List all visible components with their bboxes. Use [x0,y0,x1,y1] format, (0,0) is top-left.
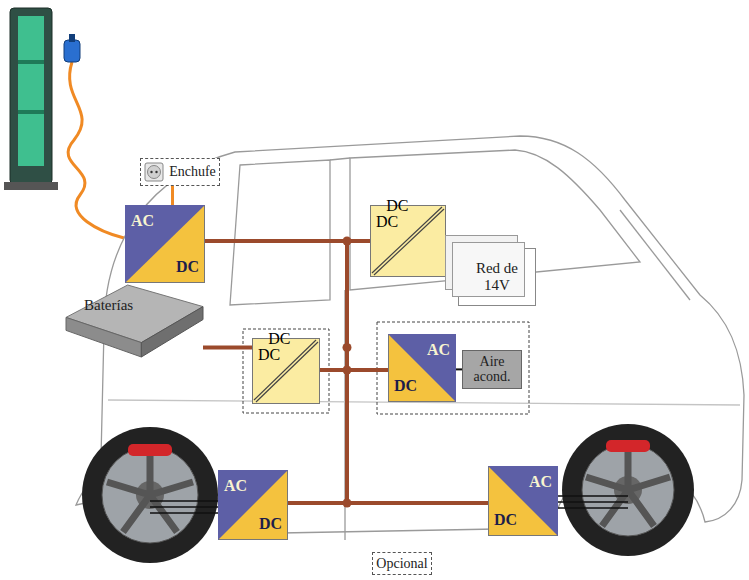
wheel [82,427,218,563]
bus-junction [343,366,352,375]
ac-dc-converter: AC DC [388,334,456,402]
power-line [288,501,488,505]
dc-dc-converter: DCDC [252,338,320,404]
charging-cable [64,34,124,238]
socket-icon [144,162,164,182]
ac-dc-converter: AC DC [125,205,205,283]
bus-junction [343,499,352,508]
ac-dc-converter: AC DC [488,466,558,536]
option-frame [377,322,529,414]
node-label: DC [494,512,517,528]
node-label: Enchufe [169,164,216,179]
bus-junction [343,237,352,246]
node-label: DC [268,330,290,347]
aircon-box: Aire acond. [462,350,522,389]
option-frame [243,329,329,413]
socket-box: Enchufe [140,158,220,186]
power-line [203,346,252,350]
power-line [171,186,174,205]
node-label: Aire acond. [469,354,515,385]
node-label: AC [427,342,450,358]
lv-network-box: Red de 14V [458,248,536,306]
charging-station [4,8,58,190]
node-label: DC [386,197,408,214]
optional-note: Opcional [372,552,432,575]
power-line [320,368,388,372]
node-label: AC [224,478,247,494]
node-label: DC [259,516,282,532]
wheel [562,424,694,556]
node-label: DC [376,213,398,230]
node-label: Opcional [376,556,427,571]
node-label: DC [176,259,199,275]
node-label: AC [529,474,552,490]
node-label: Baterías [84,297,133,314]
dc-dc-converter: DCDC [370,205,446,277]
battery-shape [66,285,203,357]
battery-pack: Baterías [66,285,203,357]
ac-dc-converter: AC DC [218,470,288,540]
node-label: Red de 14V [463,260,531,295]
node-label: DC [394,378,417,394]
node-label: DC [258,346,280,363]
bus-junction [343,343,352,352]
node-label: AC [131,213,154,229]
